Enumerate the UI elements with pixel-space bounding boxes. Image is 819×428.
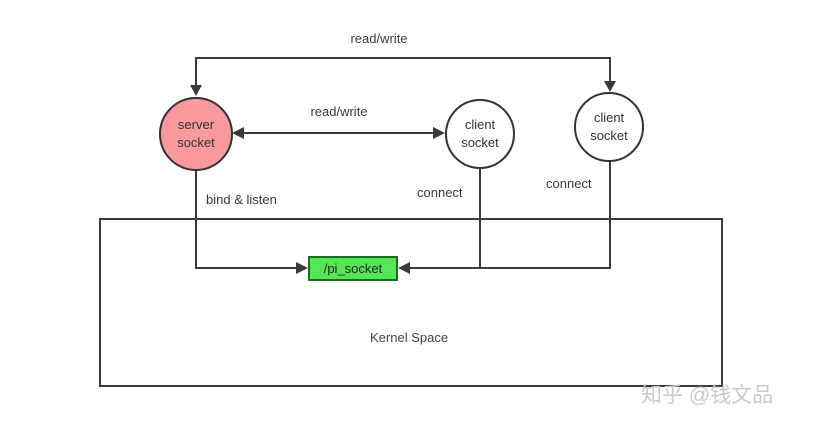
edge-connect1-vertical bbox=[479, 168, 481, 269]
client-socket-2-node: client socket bbox=[574, 92, 644, 162]
edge-bind-vertical bbox=[195, 170, 197, 268]
connect2-label: connect bbox=[546, 176, 592, 191]
bind-listen-label: bind & listen bbox=[206, 192, 277, 207]
edge-read-write-top-left-vertical bbox=[195, 57, 197, 87]
edge-read-write-top-horizontal bbox=[195, 57, 611, 59]
edge-read-write-mid-horizontal bbox=[243, 132, 434, 134]
arrowhead-right-client1-icon bbox=[433, 127, 445, 139]
read-write-top-label: read/write bbox=[350, 31, 408, 46]
read-write-mid-label: read/write bbox=[310, 104, 368, 119]
edge-connect2-vertical bbox=[609, 161, 611, 269]
server-socket-node: server socket bbox=[159, 97, 233, 171]
arrowhead-right-pi-socket-icon bbox=[296, 262, 308, 274]
arrowhead-down-server-icon bbox=[190, 85, 202, 96]
kernel-space-label: Kernel Space bbox=[370, 330, 449, 345]
edge-connect-horizontal bbox=[410, 267, 611, 269]
kernel-space-rect bbox=[99, 218, 723, 387]
pi-socket-node: /pi_socket bbox=[308, 256, 398, 281]
arrowhead-left-pi-socket-icon bbox=[398, 262, 410, 274]
connect1-label: connect bbox=[417, 185, 463, 200]
edge-bind-horizontal bbox=[195, 267, 298, 269]
edge-read-write-top-right-vertical bbox=[609, 57, 611, 83]
watermark-text: 知乎 @钱文品 bbox=[641, 384, 774, 407]
arrowhead-down-client2-icon bbox=[604, 81, 616, 92]
arrowhead-left-server-icon bbox=[232, 127, 244, 139]
client-socket-1-node: client socket bbox=[445, 99, 515, 169]
